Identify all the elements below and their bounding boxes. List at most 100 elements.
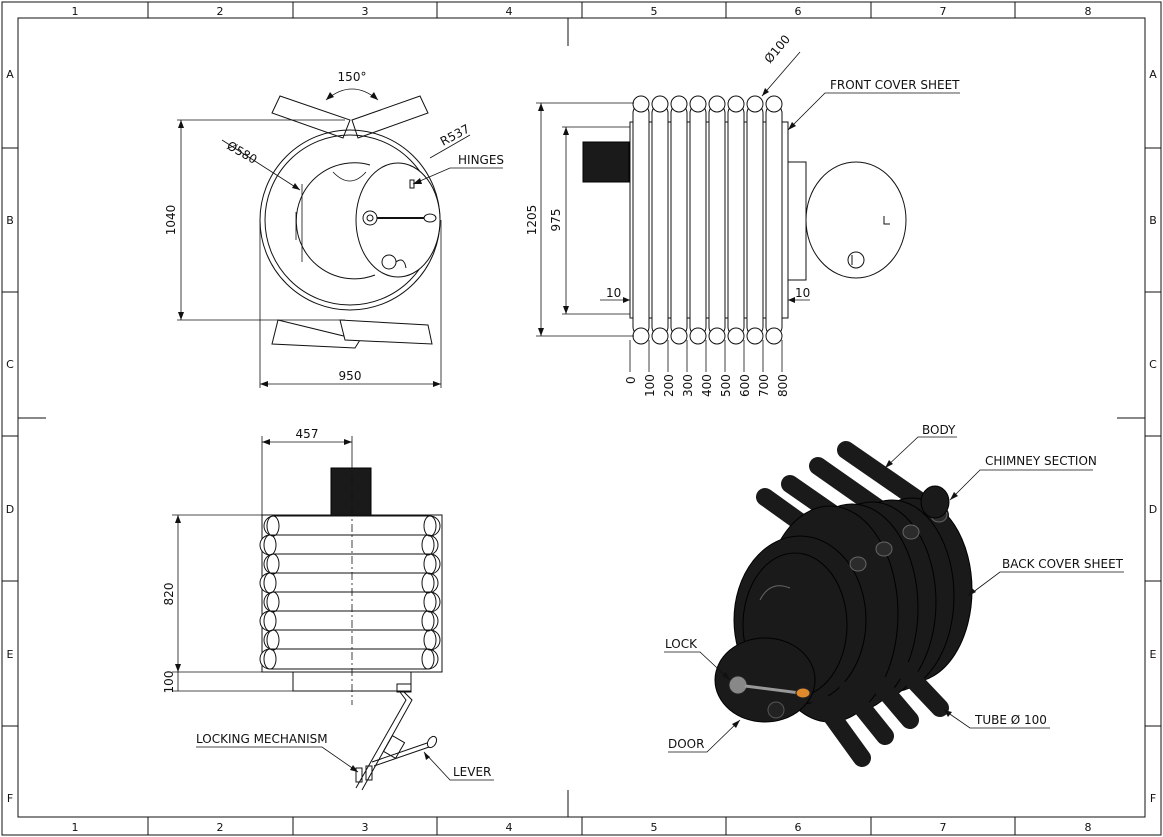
body-callout: BODY (884, 423, 957, 469)
height-value: 1040 (164, 205, 178, 236)
row-label-right: C (1149, 358, 1157, 371)
position-label: 500 (719, 374, 733, 397)
bottom-tube-right (339, 319, 433, 345)
col-label-top: 4 (506, 5, 513, 18)
chimney-callout: CHIMNEY SECTION (949, 454, 1097, 501)
row-label-right: B (1149, 214, 1157, 227)
dimension-inner-height: 975 (549, 126, 630, 315)
radius-value: R537 (438, 122, 472, 149)
dimension-right-gap: 10 (788, 286, 810, 303)
door-label: DOOR (668, 737, 704, 751)
row-label-right: A (1149, 68, 1157, 81)
inner-height-value: 975 (549, 209, 563, 232)
col-label-top: 1 (72, 5, 79, 18)
col-label-bottom: 1 (72, 821, 79, 834)
dimension-offset: 457 (261, 427, 353, 515)
locking-mechanism-label: LOCKING MECHANISM (196, 732, 328, 746)
col-label-top: 6 (795, 5, 802, 18)
front-cover-callout: FRONT COVER SHEET (787, 78, 960, 131)
base-value: 100 (162, 671, 176, 694)
position-label: 700 (757, 374, 771, 397)
left-gap-value: 10 (606, 286, 621, 300)
dimension-angle: 150° (325, 70, 379, 101)
col-label-top: 3 (362, 5, 369, 18)
col-label-bottom: 2 (217, 821, 224, 834)
door-callout: DOOR (668, 719, 741, 753)
top-tubes (259, 515, 441, 670)
row-label-left: B (6, 214, 14, 227)
col-label-bottom: 4 (506, 821, 513, 834)
door (355, 162, 441, 278)
dimension-height: 1040 (164, 119, 345, 321)
col-label-bottom: 6 (795, 821, 802, 834)
tube-diameter-value: Ø100 (762, 32, 794, 66)
col-label-top: 5 (651, 5, 658, 18)
chimney-label: CHIMNEY SECTION (985, 454, 1097, 468)
row-label-left: A (6, 68, 14, 81)
row-label-left: F (7, 792, 13, 805)
offset-value: 457 (296, 427, 319, 441)
lever-label: LEVER (453, 765, 491, 779)
dimension-top-height: 820 (162, 514, 262, 673)
side-view: 1205 975 10 10 Ø100 FRONT COV (525, 32, 960, 397)
overall-height-value: 1205 (525, 205, 539, 236)
width-value: 950 (339, 369, 362, 383)
tube-diameter-callout: Ø100 (762, 32, 801, 97)
col-label-bottom: 5 (651, 821, 658, 834)
dimension-base: 100 (162, 671, 293, 694)
tube-label: TUBE Ø 100 (974, 713, 1047, 727)
dimension-left-gap: 10 (600, 286, 630, 303)
row-label-right: D (1149, 503, 1157, 516)
chimney-top (330, 467, 372, 516)
col-label-bottom: 8 (1085, 821, 1092, 834)
col-label-top: 7 (940, 5, 947, 18)
col-label-bottom: 3 (362, 821, 369, 834)
hinges-callout: HINGES (412, 153, 504, 185)
position-label: 200 (662, 374, 676, 397)
lock-knob (362, 210, 378, 226)
iso-door (714, 637, 816, 723)
top-height-value: 820 (162, 583, 176, 606)
bottom-tube-left (271, 319, 361, 349)
row-label-left: D (6, 503, 14, 516)
iso-bottom-tubes (811, 661, 949, 767)
top-view: 457 820 100 LOCKING MECHANISM LEVER (162, 427, 494, 791)
side-tubes (632, 95, 783, 345)
position-label: 0 (624, 376, 638, 384)
chimney-stub (582, 141, 630, 183)
right-gap-value: 10 (795, 286, 810, 300)
row-label-left: E (7, 648, 14, 661)
fire-opening (295, 162, 376, 280)
base-plate (292, 671, 412, 692)
hinges-label: HINGES (458, 153, 504, 167)
locking-mechanism-callout: LOCKING MECHANISM (196, 732, 359, 773)
top-tube-left (271, 95, 351, 139)
side-door (805, 161, 907, 279)
row-label-right: E (1150, 648, 1157, 661)
dimension-diameter: Ø580 (221, 138, 301, 191)
body-label: BODY (922, 423, 956, 437)
lever-assembly (355, 683, 438, 791)
lever-callout: LEVER (423, 751, 494, 781)
top-tube-right (351, 95, 429, 139)
front-cover-label: FRONT COVER SHEET (830, 78, 960, 92)
lock-callout: LOCK (664, 637, 731, 681)
diameter-value: Ø580 (225, 138, 260, 166)
iso-body (733, 497, 973, 723)
dimension-width: 950 (259, 220, 442, 388)
door-hinge-plate (787, 161, 807, 281)
front-view: 1040 950 150° Ø580 R537 HINGE (164, 70, 504, 388)
col-label-bottom: 7 (940, 821, 947, 834)
back-cover-callout: BACK COVER SHEET (967, 557, 1124, 597)
iso-lever-knob (795, 687, 811, 699)
tube-callout: TUBE Ø 100 (943, 709, 1050, 729)
back-cover-label: BACK COVER SHEET (1002, 557, 1124, 571)
position-label: 300 (681, 374, 695, 397)
position-label: 100 (643, 374, 657, 397)
angle-value: 150° (338, 70, 367, 84)
iso-lock-knob (728, 675, 748, 695)
position-label: 600 (738, 374, 752, 397)
position-scale: 0 100 200 300 400 500 600 700 800 (624, 340, 790, 397)
